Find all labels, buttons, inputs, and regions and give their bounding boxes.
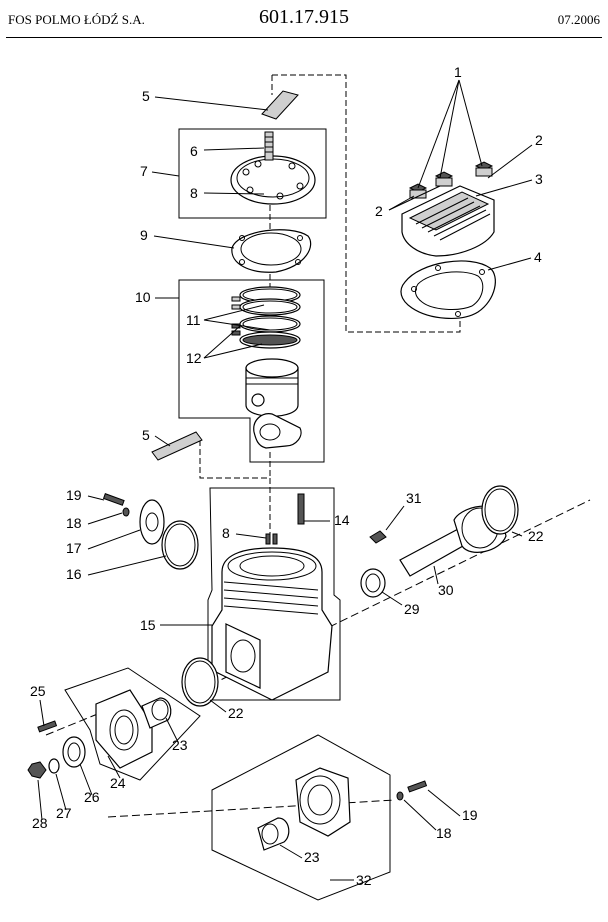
callout-12: 12: [186, 350, 202, 366]
box-valve-plate: [178, 128, 327, 219]
callout-7: 7: [140, 163, 148, 179]
housing-32-icon: [257, 767, 428, 851]
callout-3: 3: [535, 171, 543, 187]
callout-30: 30: [438, 582, 454, 598]
leader-lines: [37, 79, 533, 881]
piston-10-icon: [231, 286, 302, 449]
callout-9: 9: [140, 227, 148, 243]
gasket-9-icon: [231, 229, 312, 273]
callout-labels: 1 2 2 3 4 5 6 7 8 9 10 11 12 5 19 18 17 …: [30, 64, 544, 888]
header: FOS POLMO ŁÓDŹ S.A. 601.17.915 07.2006: [0, 0, 608, 40]
callout-4: 4: [534, 249, 542, 265]
cover-17-icon: [102, 493, 199, 570]
company-name: FOS POLMO ŁÓDŹ S.A.: [8, 12, 145, 27]
box-32: [211, 734, 391, 901]
callout-2b: 2: [375, 203, 383, 219]
callout-6: 6: [190, 143, 198, 159]
bearing-housing-24-icon: [27, 689, 172, 779]
callout-19b: 19: [462, 807, 478, 823]
cylinder-head-3-icon: [401, 161, 495, 257]
callout-29: 29: [404, 601, 420, 617]
ring-22-lower-icon: [181, 657, 219, 707]
callout-23b: 23: [304, 849, 320, 865]
callout-24: 24: [110, 775, 126, 791]
document-date: 07.2006: [557, 12, 600, 27]
callout-8: 8: [190, 185, 198, 201]
box-bearing-housing: [64, 667, 201, 781]
plate-5-lower-icon: [151, 431, 203, 461]
callout-2: 2: [535, 132, 543, 148]
callout-22b: 22: [228, 705, 244, 721]
callout-18b: 18: [436, 825, 452, 841]
crankcase-15-icon: [211, 493, 333, 701]
stud-14-icon: [297, 493, 305, 525]
callout-18: 18: [66, 515, 82, 531]
callout-28: 28: [32, 815, 48, 831]
valve-plate-7-icon: [230, 131, 316, 205]
box-piston: [178, 279, 325, 463]
callout-22: 22: [528, 528, 544, 544]
callout-16: 16: [66, 566, 82, 582]
callout-27: 27: [56, 805, 72, 821]
header-rule: [6, 37, 602, 38]
callout-11: 11: [186, 312, 201, 328]
crankshaft-30-icon: [360, 485, 519, 598]
callout-5: 5: [142, 88, 150, 104]
callout-14: 14: [334, 512, 350, 528]
callout-5b: 5: [142, 427, 150, 443]
key-31-icon: [369, 530, 387, 544]
plate-5-icon: [261, 90, 299, 120]
callout-26: 26: [84, 789, 100, 805]
callout-32: 32: [356, 872, 372, 888]
callout-10: 10: [135, 289, 151, 305]
callout-1: 1: [454, 64, 462, 80]
callout-31: 31: [406, 490, 422, 506]
callout-15: 15: [140, 617, 156, 633]
head-gasket-4-icon: [400, 260, 496, 319]
callout-19: 19: [66, 487, 82, 503]
part-number: 601.17.915: [259, 6, 349, 28]
callout-25: 25: [30, 683, 46, 699]
callout-23: 23: [172, 737, 188, 753]
spring-6-icon: [264, 131, 274, 161]
callout-17: 17: [66, 540, 82, 556]
box-crankcase: [207, 487, 341, 701]
callout-8b: 8: [222, 525, 230, 541]
